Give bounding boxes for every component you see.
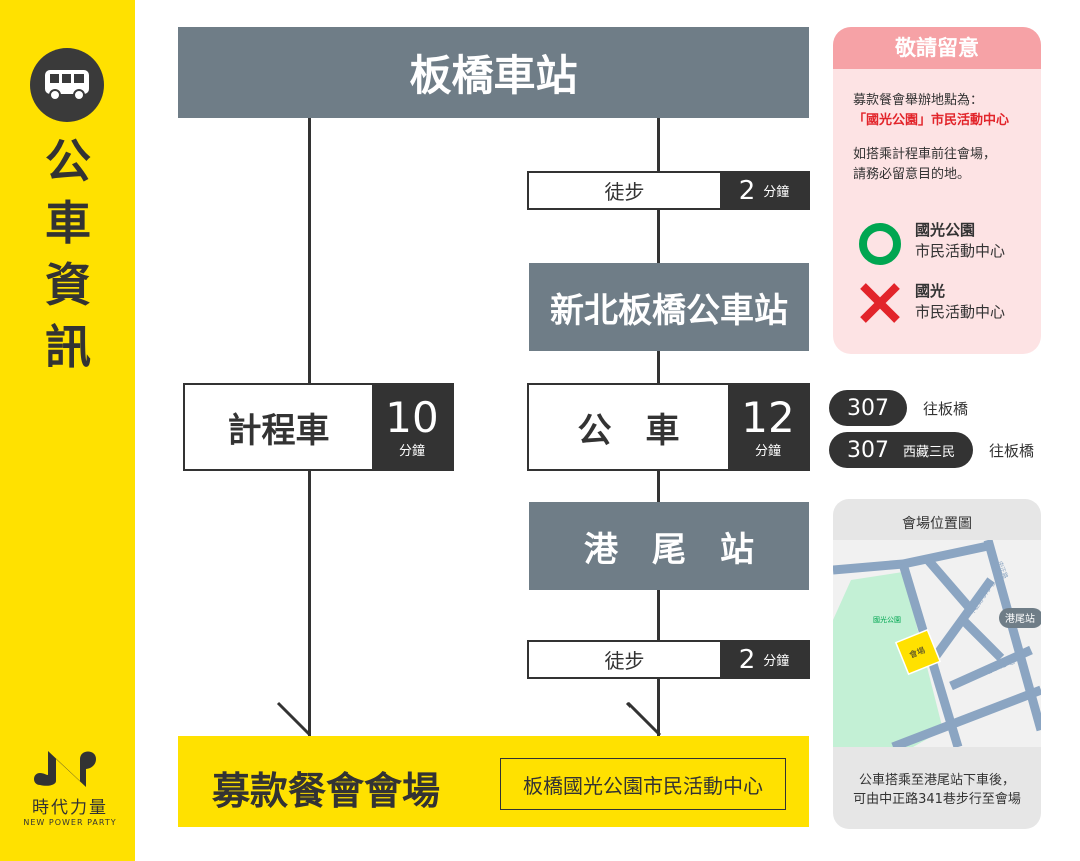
route-number: 307 <box>847 437 889 463</box>
walk-label: 徒步 <box>604 649 645 673</box>
venue-map: 國光公園 中正路 中正路 375 巷 中正路 341 巷 會場 港尾站 <box>833 540 1041 747</box>
title-char: 訊 <box>45 320 91 374</box>
correct-line: 國光公園 <box>915 221 976 239</box>
minutes-unit: 分鐘 <box>754 443 781 459</box>
notice-card: 敬請留意 募款餐會舉辦地點為： 「國光公園」市民活動中心 如搭乘計程車前往會場， 請… <box>833 27 1041 354</box>
party-logo: 時代力量 NEW POWER PARTY <box>20 745 120 827</box>
walk-minutes: 2 <box>738 175 756 206</box>
bus-station: 新北板橋公車站 <box>529 263 809 351</box>
map-park-label: 國光公園 <box>873 615 901 624</box>
notice-title: 敬請留意 <box>833 27 1041 69</box>
start-station: 板橋車站 <box>178 27 809 118</box>
bus-minutes: 12 <box>741 392 795 442</box>
logo-text-en: NEW POWER PARTY <box>23 818 117 827</box>
correct-line: 市民活動中心 <box>915 242 1006 260</box>
notice-highlight: 「國光公園」市民活動中心 <box>853 113 1010 128</box>
minutes-unit: 分鐘 <box>398 443 425 459</box>
caption-line: 公車搭乘至港尾站下車後， <box>858 773 1015 788</box>
title-char: 公 <box>45 134 91 188</box>
route-number: 307 <box>847 395 889 421</box>
taxi-minutes: 10 <box>385 392 439 442</box>
bus-icon <box>30 48 104 122</box>
wrong-destination: 國光市民活動中心 <box>915 281 1005 323</box>
sidebar: 公 車 資 訊 時代力量 NEW POWER PARTY <box>0 0 135 861</box>
route-direction: 往板橋 <box>989 441 1035 460</box>
walk-label: 徒步 <box>604 180 645 204</box>
wrong-line: 國光 <box>915 282 946 300</box>
notice-text: 如搭乘計程車前往會場， <box>853 147 997 162</box>
map-caption: 公車搭乘至港尾站下車後， 可由中正路341巷步行至會場 <box>833 771 1041 809</box>
bus-route-2: 307 西藏三民 往板橋 <box>829 432 1034 468</box>
title-char: 車 <box>45 196 91 250</box>
walk-minutes: 2 <box>738 644 756 675</box>
walk-segment-1: 徒步 2 分鐘 <box>527 171 810 210</box>
arrow-heads-icon <box>276 701 630 737</box>
route-variant: 西藏三民 <box>903 444 956 460</box>
map-title: 會場位置圖 <box>902 516 972 532</box>
walk-segment-2: 徒步 2 分鐘 <box>527 640 810 679</box>
taxi-label: 計程車 <box>227 410 330 451</box>
venue-banner: 募款餐會會場 板橋國光公園市民活動中心 <box>178 736 809 827</box>
venue-title: 募款餐會會場 <box>212 769 441 813</box>
minutes-unit: 分鐘 <box>763 185 790 200</box>
bus-stop: 港 尾 站 <box>529 502 809 590</box>
logo-mark-icon <box>34 751 96 787</box>
arrow-head-icon <box>626 701 662 737</box>
route-badge: 307 西藏三民 <box>829 432 974 468</box>
wrong-line: 市民活動中心 <box>915 303 1006 321</box>
logo-text-zh: 時代力量 <box>32 798 108 818</box>
route-badge: 307 <box>829 390 907 426</box>
notice-text: 請務必留意目的地。 <box>853 167 971 182</box>
wrong-cross-icon <box>860 283 900 323</box>
map-station-label: 港尾站 <box>1005 612 1035 625</box>
title-char: 資 <box>45 258 91 312</box>
sidebar-title: 公 車 資 訊 <box>40 130 96 378</box>
caption-line: 可由中正路341巷步行至會場 <box>853 792 1021 807</box>
map-card: 會場位置圖 國光公園 中正路 中正路 375 巷 中正路 341 巷 會場 港尾… <box>833 499 1041 829</box>
minutes-unit: 分鐘 <box>763 654 790 669</box>
venue-name: 板橋國光公園市民活動中心 <box>500 758 786 810</box>
route-direction: 往板橋 <box>923 399 969 418</box>
bus-label: 公 車 <box>577 410 680 451</box>
notice-text: 募款餐會舉辦地點為： <box>853 93 984 108</box>
correct-destination: 國光公園市民活動中心 <box>915 220 1005 262</box>
correct-circle-icon <box>859 223 901 265</box>
bus-route-1: 307 往板橋 <box>829 390 968 426</box>
